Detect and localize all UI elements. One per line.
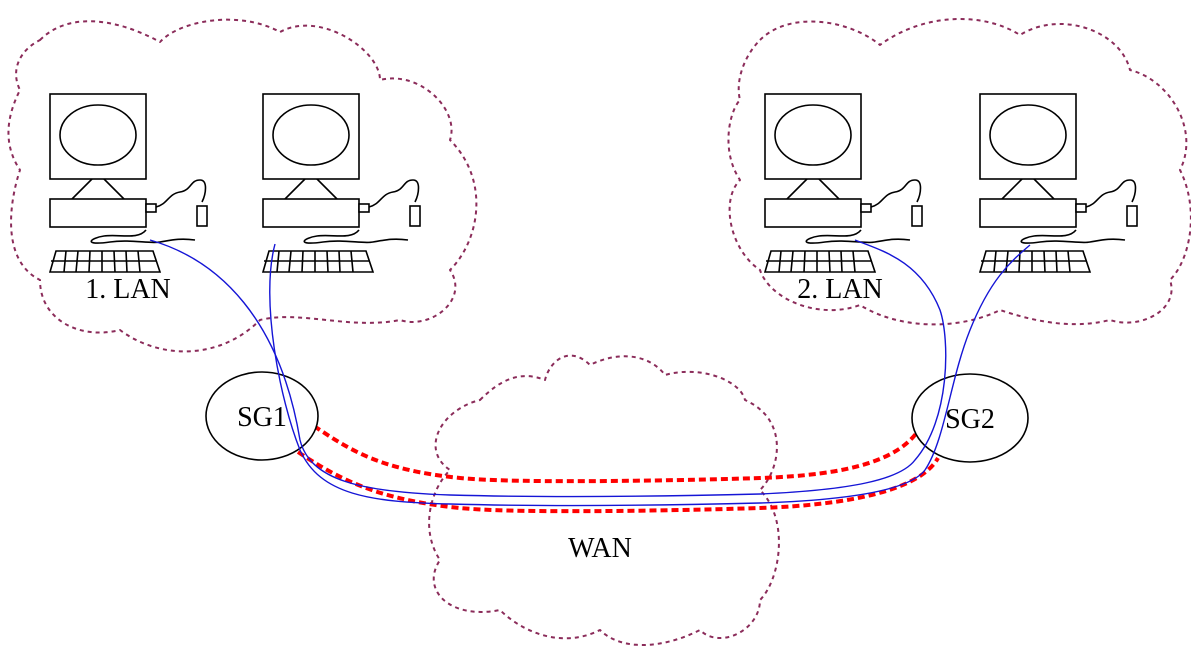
link-pc2-to-pc4 [269, 243, 1031, 507]
computer-icon [764, 93, 923, 273]
computer-icon [262, 93, 421, 273]
computer-icon [979, 93, 1138, 273]
wan-cloud [428, 354, 780, 646]
vpn-tunnel-lower [296, 450, 940, 514]
sg2-gateway [911, 373, 1029, 463]
lan2-cloud [727, 18, 1191, 326]
wan-label: WAN [568, 533, 632, 564]
lan1-label: 1. LAN [85, 274, 171, 305]
lan2-label: 2. LAN [797, 274, 883, 305]
vpn-tunnel-upper [312, 424, 922, 484]
computer-icon [49, 93, 208, 273]
sg2-label: SG2 [945, 404, 995, 435]
link-pc1-to-pc3 [149, 239, 947, 498]
sg1-label: SG1 [237, 402, 287, 433]
